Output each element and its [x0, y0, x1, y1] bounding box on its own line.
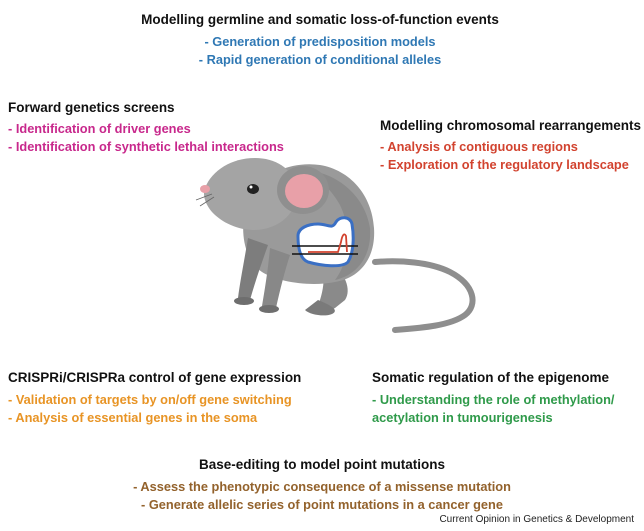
section-germline: Modelling germline and somatic loss-of-f…: [130, 12, 510, 69]
section-crispri: CRISPRi/CRISPRa control of gene expressi…: [8, 370, 301, 427]
journal-footer: Current Opinion in Genetics & Developmen…: [439, 514, 634, 525]
mouse-eye: [247, 184, 259, 194]
germline-item-2: - Rapid generation of conditional allele…: [198, 52, 442, 67]
base-editing-item-2: - Generate allelic series of point mutat…: [141, 497, 503, 512]
crispri-heading: CRISPRi/CRISPRa control of gene expressi…: [8, 370, 302, 385]
chromosomal-item-1: - Analysis of contiguous regions: [380, 139, 578, 154]
crispri-item-2: - Analysis of essential genes in the som…: [8, 410, 258, 425]
mouse-front-paw-2: [259, 305, 279, 313]
base-editing-item-1: - Assess the phenotypic consequence of a…: [133, 479, 511, 494]
mouse-whiskers: [195, 193, 215, 207]
mouse-ear-inner: [285, 174, 323, 208]
section-epigenome: Somatic regulation of the epigenome - Un…: [372, 370, 614, 427]
mouse-eye-highlight: [249, 185, 253, 189]
section-base-editing: Base-editing to model point mutations - …: [102, 457, 542, 514]
forward-item-2: - Identification of synthetic lethal int…: [8, 139, 284, 154]
chromosomal-heading: Modelling chromosomal rearrangements: [380, 118, 642, 133]
mouse-front-leg-2: [262, 248, 290, 308]
epigenome-item-1: - Understanding the role of methylation/: [372, 392, 615, 407]
mouse-head: [203, 158, 297, 231]
allele-diagram-outline: [296, 216, 355, 268]
epigenome-item-2: acetylation in tumourigenesis: [372, 410, 553, 425]
allele-red-arc: [308, 233, 348, 253]
mouse-back-paw: [305, 300, 335, 316]
crispri-item-1: - Validation of targets by on/off gene s…: [8, 392, 292, 407]
section-chromosomal: Modelling chromosomal rearrangements - A…: [380, 118, 641, 174]
mouse-nose: [200, 185, 210, 193]
epigenome-heading: Somatic regulation of the epigenome: [372, 370, 610, 385]
germline-item-1: - Generation of predisposition models: [204, 34, 436, 49]
forward-heading: Forward genetics screens: [8, 100, 175, 115]
mouse-front-leg: [238, 238, 268, 300]
chromosomal-item-2: - Exploration of the regulatory landscap…: [380, 157, 629, 172]
mouse-front-paw: [234, 297, 254, 305]
base-editing-heading: Base-editing to model point mutations: [199, 457, 445, 472]
germline-heading: Modelling germline and somatic loss-of-f…: [141, 12, 499, 27]
section-forward-genetics: Forward genetics screens - Identificatio…: [8, 100, 284, 156]
mouse-tail: [372, 258, 476, 333]
forward-item-1: - Identification of driver genes: [8, 121, 191, 136]
